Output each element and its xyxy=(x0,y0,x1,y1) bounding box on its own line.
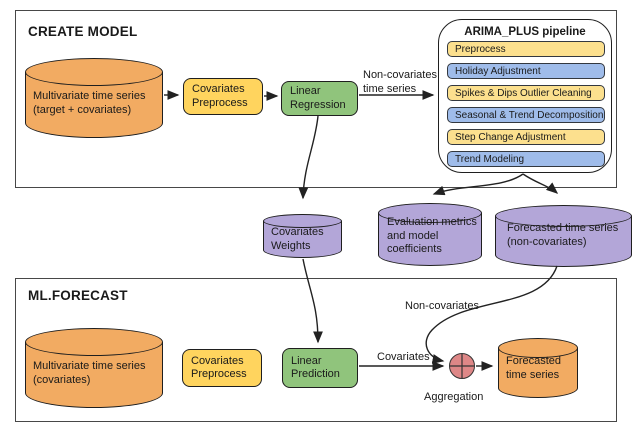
cylinder-body xyxy=(495,216,632,267)
multivariate-covariates-label: Multivariate time series (covariates) xyxy=(33,360,146,386)
cylinder-top xyxy=(378,203,482,223)
covariates-weights-label: Covariates Weights xyxy=(271,226,324,252)
evaluation-metrics-label: Evaluation metrics and model coefficient… xyxy=(387,216,477,255)
linear-regression-box: Linear Regression xyxy=(281,81,358,116)
forecasted-non-covariates-cylinder: Forecasted time series (non-covariates) xyxy=(495,205,632,267)
arima-plus-pipeline-panel: ARIMA_PLUS pipeline Preprocess Holiday A… xyxy=(438,19,612,173)
non-covariates-time-series-edge-label: Non-covariates time series xyxy=(363,69,437,95)
covariates-preprocess-forecast-box: Covariates Preprocess xyxy=(182,349,262,387)
cylinder-top xyxy=(25,328,163,356)
pipeline-step-step-change-adjustment: Step Change Adjustment xyxy=(447,129,605,145)
cylinder-top xyxy=(25,58,163,86)
aggregation-label: Aggregation xyxy=(424,391,484,403)
forecasted-non-covariates-label: Forecasted time series (non-covariates) xyxy=(507,222,619,248)
covariates-preprocess-box: Covariates Preprocess xyxy=(183,78,263,115)
ml-forecast-title: ML.FORECAST xyxy=(28,288,128,303)
cylinder-top xyxy=(495,205,632,227)
multivariate-target-cylinder: Multivariate time series (target + covar… xyxy=(25,58,163,138)
multivariate-covariates-cylinder: Multivariate time series (covariates) xyxy=(25,328,163,408)
multivariate-target-label: Multivariate time series (target + covar… xyxy=(33,90,146,116)
forecasted-time-series-label: Forecasted time series xyxy=(506,355,562,381)
non-covariates-edge-label: Non-covariates xyxy=(405,300,479,312)
pipeline-step-seasonal-trend-decomposition: Seasonal & Trend Decomposition xyxy=(447,107,605,123)
linear-prediction-box: Linear Prediction xyxy=(282,348,358,388)
create-model-title: CREATE MODEL xyxy=(28,24,138,39)
aggregation-node xyxy=(449,353,475,379)
arima-plus-pipeline-title: ARIMA_PLUS pipeline xyxy=(464,26,586,38)
cylinder-top xyxy=(263,214,342,228)
pipeline-step-preprocess: Preprocess xyxy=(447,41,605,57)
pipeline-step-spikes-dips-outlier-cleaning: Spikes & Dips Outlier Cleaning xyxy=(447,85,605,101)
forecasted-time-series-cylinder: Forecasted time series xyxy=(498,338,578,398)
pipeline-step-holiday-adjustment: Holiday Adjustment xyxy=(447,63,605,79)
covariates-weights-cylinder: Covariates Weights xyxy=(263,214,342,258)
pipeline-step-trend-modeling: Trend Modeling xyxy=(447,151,605,167)
covariates-edge-label: Covariates xyxy=(377,351,430,363)
evaluation-metrics-cylinder: Evaluation metrics and model coefficient… xyxy=(378,203,482,266)
